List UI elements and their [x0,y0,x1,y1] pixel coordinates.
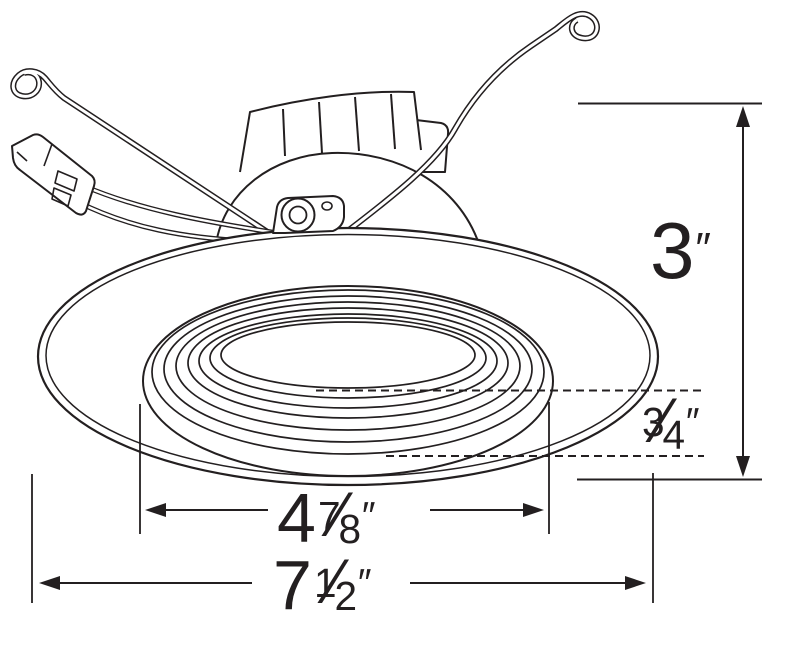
dim-label-baffle-opening: 47⁄8″ [277,483,375,553]
dim-label-baffle-depth: 3⁄4″ [640,389,700,459]
bracket-screw-hole [321,201,333,211]
dimension-overall-height [577,102,762,481]
inch-mark: ″ [685,401,700,445]
fraction-slash: ⁄ [330,546,341,617]
arrowhead-right [625,576,646,590]
dim-flange-numerator: 1 [313,559,337,606]
dim-label-overall-height: 3″ [650,211,711,291]
arrowhead-down [736,456,750,477]
dim-flange-denominator: 2 [334,573,358,620]
inch-mark: ″ [695,224,711,274]
dim-depth-denominator: 4 [662,412,686,459]
dim-label-flange-diameter: 71⁄2″ [273,550,371,620]
arrowhead-up [736,106,750,127]
dimension-flange-diameter [31,473,654,603]
dim-height-value: 3 [650,206,695,295]
arrowhead-left [145,503,166,517]
dim-opening-denominator: 8 [338,506,362,553]
spring-mounting-bracket [272,195,345,234]
dim-depth-numerator: 3 [642,398,665,445]
inch-mark: ″ [357,562,372,606]
dim-opening-whole: 4 [277,479,316,557]
bracket-pivot [280,197,316,233]
arrowhead-right [523,503,544,517]
fraction-slash: ⁄ [334,479,345,550]
baffle-rings [151,289,545,455]
left-torsion-spring-clip [10,68,274,238]
dimension-baffle-opening [139,402,550,534]
arrowhead-left [39,576,60,590]
wire-connector-plug [11,133,96,216]
fraction-slash: ⁄ [658,385,669,456]
dim-opening-numerator: 7 [317,492,341,539]
reference-dashed-lines [316,389,704,457]
can-housing-tab [413,119,450,173]
inch-mark: ″ [361,495,376,539]
dim-flange-whole: 7 [273,546,312,624]
right-torsion-spring-clip [347,10,600,233]
trim-aperture [142,285,554,477]
trim-flange [36,226,660,487]
